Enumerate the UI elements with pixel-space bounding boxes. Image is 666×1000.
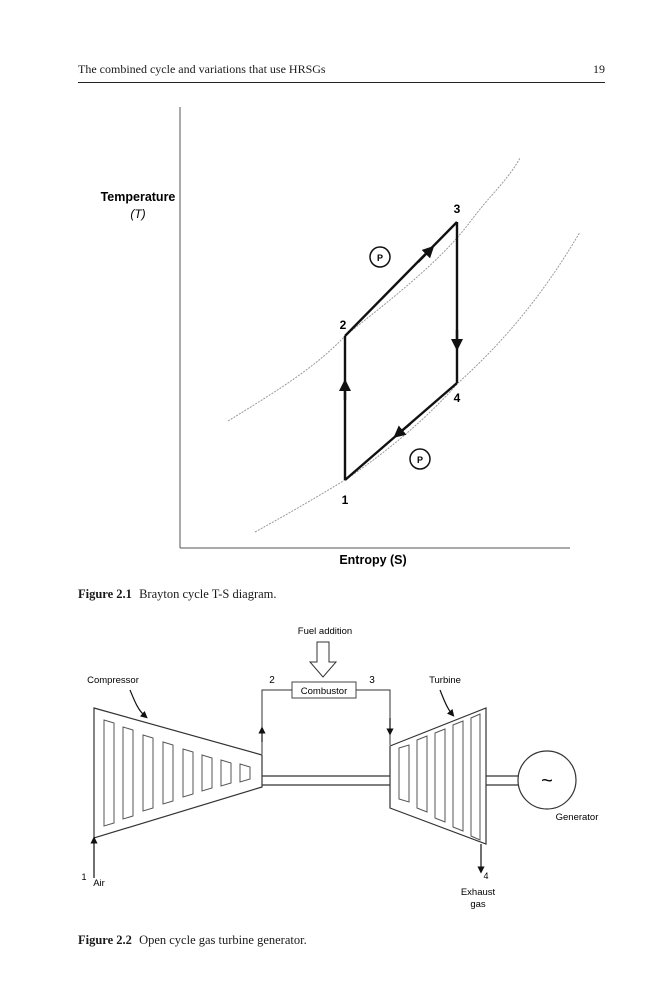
turbine-pointer (439, 689, 455, 717)
compressor-blade (162, 741, 174, 805)
point-2-label-fig2: 2 (269, 675, 275, 686)
process-2-3 (344, 221, 458, 337)
point-1-label: 1 (342, 493, 349, 507)
point-2-label: 2 (340, 318, 347, 332)
air-label: Air (93, 878, 105, 889)
figure-2-2-caption: Figure 2.2 Open cycle gas turbine genera… (78, 933, 307, 948)
isobar-marker-lower-label: P (417, 455, 423, 465)
turbine-blade (434, 728, 446, 823)
figure-2-1-number: Figure 2.1 (78, 587, 132, 601)
turbine-blade (470, 713, 481, 841)
compressor-body (93, 707, 263, 839)
isobar-low-pressure (254, 231, 581, 533)
y-axis-label: Temperature (101, 190, 176, 204)
compressor-blade (142, 734, 154, 812)
compressor-pointer (129, 689, 148, 719)
arrow-4-1 (393, 423, 411, 438)
turbine-blade (398, 744, 410, 803)
figure-2-1-caption: Figure 2.1 Brayton cycle T-S diagram. (78, 587, 277, 602)
figure-2-1-text: Brayton cycle T-S diagram. (139, 587, 277, 601)
isobar-marker-upper (369, 246, 391, 268)
header-rule (78, 82, 605, 83)
exhaust-gas-label: gas (470, 899, 486, 910)
turbine-blade (452, 720, 464, 832)
running-title: The combined cycle and variations that u… (78, 62, 326, 76)
point-4-label-fig2: 4 (483, 871, 488, 881)
compressor-blade (122, 726, 134, 820)
generator-label: Generator (556, 812, 599, 823)
turbine-label: Turbine (429, 675, 461, 686)
point-4-label: 4 (454, 391, 461, 405)
compressor-blade (201, 754, 213, 792)
compressor-blade (103, 719, 115, 827)
figure-gas-turbine: Fuel addition Combustor 2 3 Compressor (81, 626, 598, 910)
page-number: 19 (593, 62, 605, 76)
running-head: The combined cycle and variations that u… (78, 62, 605, 82)
compressor-blade (239, 763, 251, 783)
point-3-label-fig2: 3 (369, 675, 375, 686)
isobar-high-pressure (227, 157, 521, 422)
figure-2-2-number: Figure 2.2 (78, 933, 132, 947)
exhaust-label: Exhaust (461, 887, 496, 898)
fuel-addition-arrow (308, 641, 338, 678)
point-3-label: 3 (454, 202, 461, 216)
combustor-label: Combustor (301, 686, 347, 697)
turbine-blade (416, 735, 428, 813)
pipe-combustor-to-turbine (356, 689, 391, 745)
fuel-addition-label: Fuel addition (298, 626, 352, 637)
point-1-label-fig2: 1 (81, 872, 86, 882)
figure-2-2-text: Open cycle gas turbine generator. (139, 933, 307, 947)
arrow-2-3 (417, 245, 435, 263)
isobar-marker-upper-label: P (377, 253, 383, 263)
compressor-blade (182, 748, 194, 798)
generator-circle (517, 750, 577, 810)
generator-symbol: ~ (541, 770, 553, 792)
isobar-marker-lower (409, 448, 431, 470)
turbine-body (389, 707, 487, 845)
y-axis-symbol: (T) (130, 207, 145, 221)
compressor-label: Compressor (87, 675, 139, 686)
pipe-compressor-to-combustor (261, 689, 292, 754)
compressor-blade (220, 759, 232, 787)
x-axis-label: Entropy (S) (339, 553, 406, 567)
